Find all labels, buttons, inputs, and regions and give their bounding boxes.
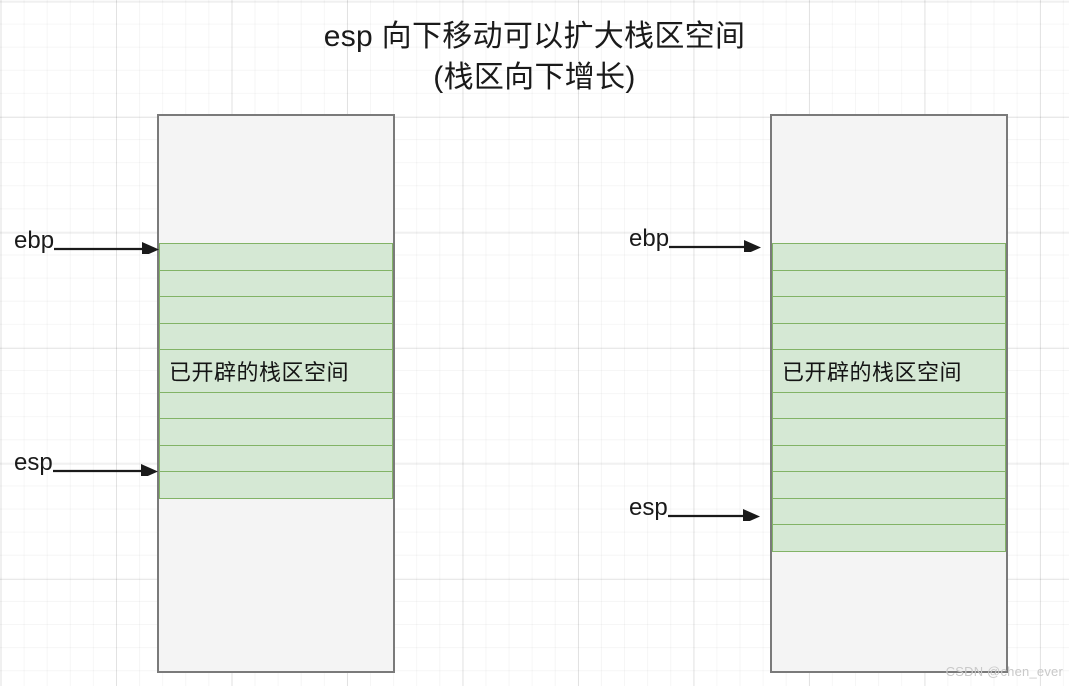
stack-band <box>772 269 1006 298</box>
pointer-esp-left: esp <box>14 446 158 476</box>
stack-band <box>772 524 1006 552</box>
pointer-label-esp-right: esp <box>629 494 668 521</box>
stack-band <box>159 418 393 446</box>
pointer-label-esp-left: esp <box>14 449 53 476</box>
stack-band <box>772 391 1006 420</box>
stack-band <box>772 243 1006 271</box>
stack-band <box>772 471 1006 499</box>
allocated-stack-region-left: 已开辟的栈区空间 <box>159 243 393 499</box>
stack-band <box>772 322 1006 351</box>
stack-band <box>159 269 393 298</box>
allocated-region-label-left: 已开辟的栈区空间 <box>159 349 393 393</box>
allocated-stack-region-right: 已开辟的栈区空间 <box>772 243 1006 552</box>
page-title: esp 向下移动可以扩大栈区空间 (栈区向下增长) <box>0 16 1069 98</box>
pointer-label-ebp-left: ebp <box>14 227 55 254</box>
allocated-region-label-right: 已开辟的栈区空间 <box>772 349 1006 393</box>
arrow-icon <box>669 240 762 252</box>
title-line-2: (栈区向下增长) <box>433 61 636 94</box>
stack-band <box>159 471 393 499</box>
stack-band <box>772 444 1006 473</box>
pointer-ebp-right: ebp <box>629 222 762 252</box>
stack-band <box>159 296 393 324</box>
stack-band <box>159 322 393 351</box>
arrow-icon <box>54 242 160 254</box>
pointer-esp-right: esp <box>629 491 760 521</box>
stack-band <box>159 444 393 473</box>
arrow-icon <box>667 509 760 521</box>
stack-band <box>159 391 393 420</box>
stack-band <box>772 418 1006 446</box>
watermark: CSDN @chen_ever <box>945 664 1063 679</box>
stack-band <box>772 296 1006 324</box>
pointer-ebp-left: ebp <box>14 224 160 254</box>
pointer-label-ebp-right: ebp <box>629 225 670 252</box>
arrow-icon <box>52 464 158 476</box>
stack-band <box>159 243 393 271</box>
title-line-1: esp 向下移动可以扩大栈区空间 <box>323 20 746 53</box>
stack-band <box>772 497 1006 526</box>
